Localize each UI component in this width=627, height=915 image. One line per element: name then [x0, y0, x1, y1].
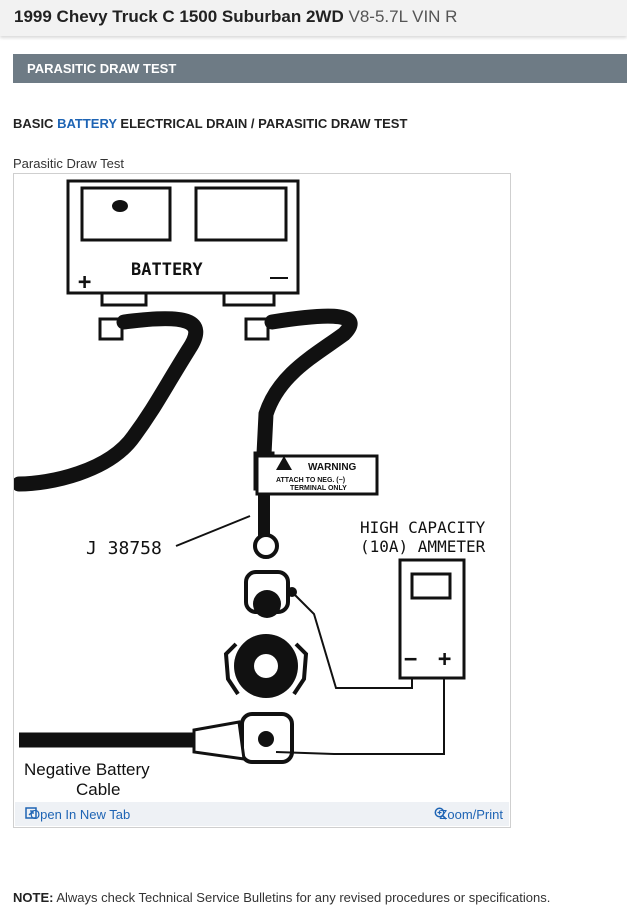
section-title: PARASITIC DRAW TEST	[27, 61, 177, 76]
figure-caption: Parasitic Draw Test	[13, 156, 125, 171]
vehicle-engine: V8-5.7L VIN R	[348, 7, 458, 26]
heading-prefix: BASIC	[13, 116, 54, 131]
note-text: Always check Technical Service Bulletins…	[56, 890, 551, 905]
tool-leader-line	[175, 515, 251, 547]
open-new-tab-label: Open In New Tab	[30, 807, 131, 822]
open-new-tab-link[interactable]: Open In New Tab	[25, 807, 130, 822]
zoom-print-link[interactable]: Zoom/Print	[434, 807, 503, 822]
disconnect-switch-tool	[223, 451, 309, 764]
figure-toolbar: Open In New Tab Zoom/Print	[15, 802, 509, 826]
note-paragraph: NOTE: Always check Technical Service Bul…	[13, 890, 550, 905]
warning-tag	[255, 454, 379, 496]
battery-positive-label: +	[78, 270, 91, 295]
section-header: PARASITIC DRAW TEST	[13, 54, 627, 83]
warning-triangle-icon	[276, 456, 292, 470]
ammeter-positive-lead	[275, 678, 445, 755]
heading-suffix: ELECTRICAL DRAIN / PARASITIC DRAW TEST	[120, 116, 408, 131]
ammeter-negative-lead	[291, 591, 413, 689]
warning-label: WARNING	[308, 462, 357, 473]
ammeter-illustration	[398, 558, 466, 680]
ammeter-plus: +	[438, 647, 451, 672]
page-header: 1999 Chevy Truck C 1500 Suburban 2WD V8-…	[0, 0, 627, 36]
positive-cable	[14, 311, 204, 492]
battery-label: BATTERY	[131, 260, 203, 280]
procedure-heading: BASIC BATTERY ELECTRICAL DRAIN / PARASIT…	[13, 116, 407, 131]
vehicle-title: 1999 Chevy Truck C 1500 Suburban 2WD V8-…	[14, 7, 457, 27]
ammeter-minus: −	[404, 647, 417, 672]
note-label: NOTE:	[13, 890, 54, 905]
diagram-figure: BATTERY + WARNING ATT	[13, 173, 511, 828]
parasitic-draw-diagram: BATTERY + WARNING ATT	[14, 179, 486, 799]
cable-label-line1: Negative Battery	[24, 760, 150, 779]
attach-instruction-line1: ATTACH TO NEG. (−)	[276, 477, 345, 484]
battery-link[interactable]: BATTERY	[57, 116, 117, 131]
cable-label-line2: Cable	[76, 780, 120, 799]
vehicle-model: 1999 Chevy Truck C 1500 Suburban 2WD	[14, 7, 344, 26]
ammeter-label-line1: HIGH CAPACITY	[360, 518, 486, 537]
ammeter-label-line2: (10A) AMMETER	[360, 537, 486, 556]
negative-terminal-cable	[256, 308, 358, 462]
zoom-print-label: Zoom/Print	[439, 807, 503, 822]
attach-instruction-line2: TERMINAL ONLY	[290, 485, 347, 492]
tool-label: J 38758	[86, 538, 162, 559]
